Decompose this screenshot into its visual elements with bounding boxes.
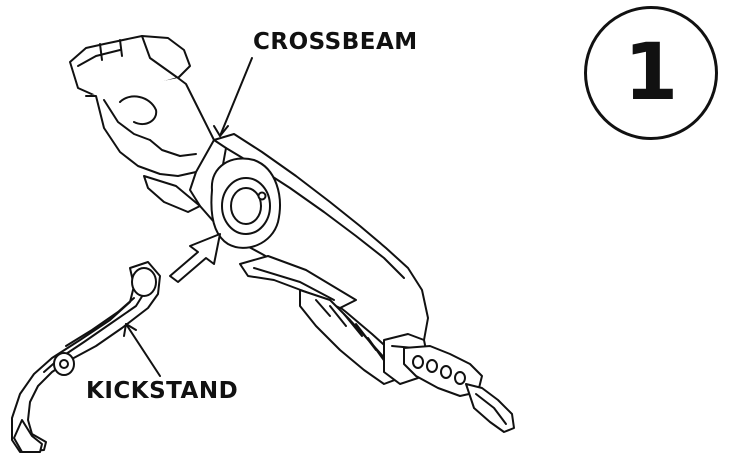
step-number-badge: 1 [584,6,718,140]
kickstand-label: KICKSTAND [86,378,239,404]
kickstand-callout-arrow [125,323,161,377]
crossbeam-part [69,35,515,433]
crossbeam-label: CROSSBEAM [253,29,418,55]
insert-direction-arrow [169,233,221,283]
kickstand-part [11,261,161,453]
crossbeam-callout-arrow [219,57,253,137]
